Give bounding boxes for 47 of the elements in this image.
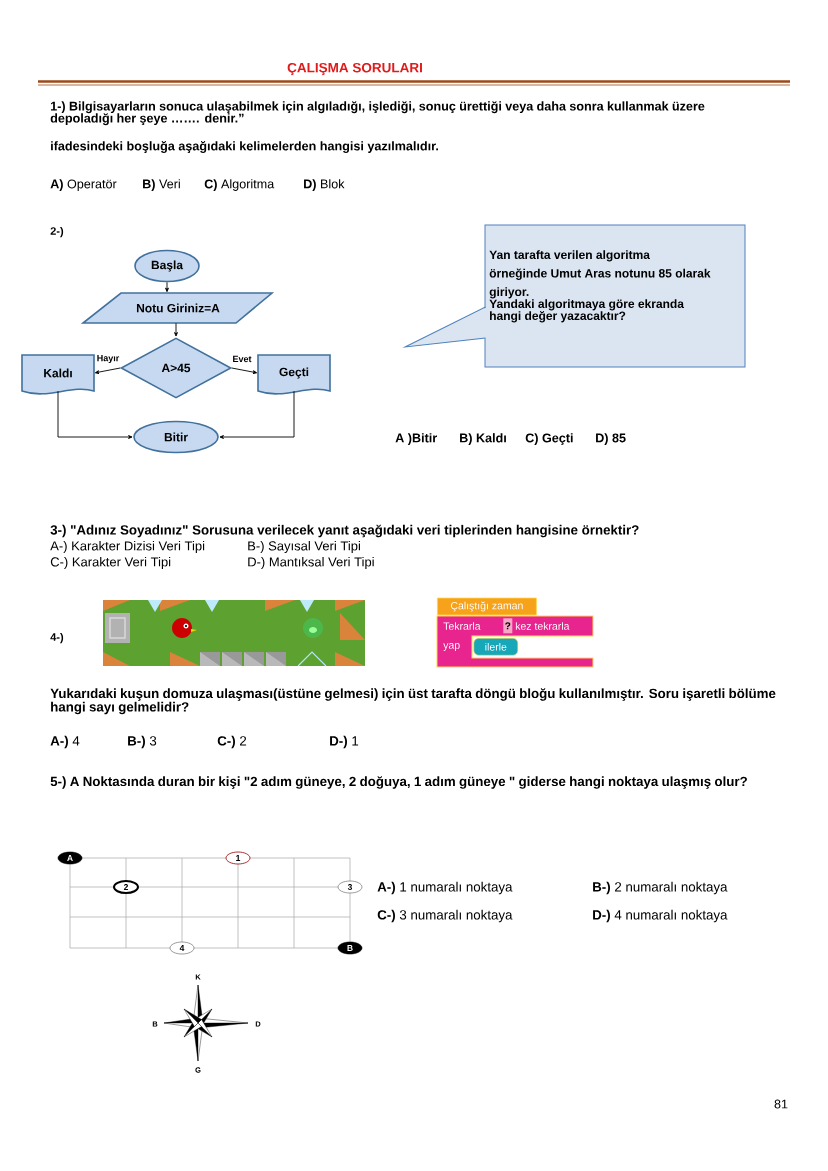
answer-option: C-) 2 [217, 735, 247, 749]
answer-option: D) Blok [304, 179, 345, 191]
title: ÇALIŞMA SORULARI [287, 62, 422, 76]
grid-point: B [337, 941, 363, 955]
arrow [174, 322, 178, 337]
answer-option: D) 85 [596, 433, 626, 445]
answer-option: D-) 4 numaralı noktaya [593, 909, 728, 923]
question-number: 4-) [50, 632, 64, 644]
answer-option: B-) Sayısal Veri Tipi [248, 540, 360, 554]
event-block: Çalıştığı zaman [437, 597, 537, 616]
answer-option: A-) 4 [50, 735, 80, 749]
answer-option: A-) 1 numaralı noktaya [377, 881, 513, 895]
question-text: Yukarıdaki kuşun domuza ulaşması(üstüne gelmesi) için üst tarafta döngü bloğu kullanılmıştır. Soru işaretli bölüme hangi sayı gelmelidir? [50, 688, 776, 715]
command-block: ilerle [473, 638, 519, 656]
arrow [165, 281, 169, 293]
edge-label: Evet [231, 354, 253, 364]
answer-option: B) Veri [143, 179, 180, 191]
question-text: ifadesindeki boşluğa aşağıdaki kelimelerden hangisi yazılmalıdır. [51, 141, 438, 153]
answer-option: C-) 3 numaralı noktaya [377, 909, 513, 923]
answer-option: C) Algoritma [204, 179, 275, 191]
answer-option: D-) Mantıksal Veri Tipi [248, 556, 374, 570]
question-text: 3-) "Adınız Soyadınız" Sorusuna verilecek yanıt aşağıdaki veri tiplerinden hangisine örnektir? [50, 524, 639, 538]
answer-option: B-) 3 [128, 735, 157, 749]
answer-option: A )Bitir [395, 433, 437, 445]
arrow [231, 367, 258, 374]
answer-option: A) Operatör [50, 179, 117, 191]
answer-option: C) Geçti [525, 433, 573, 445]
question-text: 5-) A Noktasında duran bir kişi "2 adım güneye, 2 doğuya, 1 adım güneye " giderse hangi noktaya ulaşmış olur? [50, 776, 747, 789]
arrow [94, 367, 121, 374]
grid-point: 4 [169, 941, 195, 955]
grid-point: 1 [225, 851, 251, 865]
answer-option: C-) Karakter Veri Tipi [50, 556, 171, 570]
answer-option: B) Kaldı [460, 433, 506, 445]
answer-option: D-) 1 [330, 735, 359, 749]
edge-label: Hayır [95, 354, 121, 365]
arrow [57, 390, 133, 439]
grid-point: 2 [113, 880, 139, 894]
answer-option: B-) 2 numaralı noktaya [593, 881, 728, 895]
number-slot: ? [503, 618, 513, 634]
arrow [219, 390, 295, 439]
answer-option: A-) Karakter Dizisi Veri Tipi [50, 540, 205, 554]
speech-bubble: Yan tarafta verilen algoritma örneğinde Umut Aras notunu 85 olarak giriyor. Yandaki algoritmaya göre ekranda hangi değer yazacaktır? [404, 224, 746, 368]
page-number: 81 [774, 1099, 788, 1109]
question-text: 1-) Bilgisayarların sonuca ulaşabilmek için algıladığı, işlediği, sonuç ürettiği veya daha sonra kullanmak üzere depoladığı her şeye ……. denir.” [50, 101, 705, 126]
grid-point: 3 [337, 880, 363, 894]
question-number: 2-) [50, 226, 64, 238]
grid-point: A [57, 851, 83, 865]
